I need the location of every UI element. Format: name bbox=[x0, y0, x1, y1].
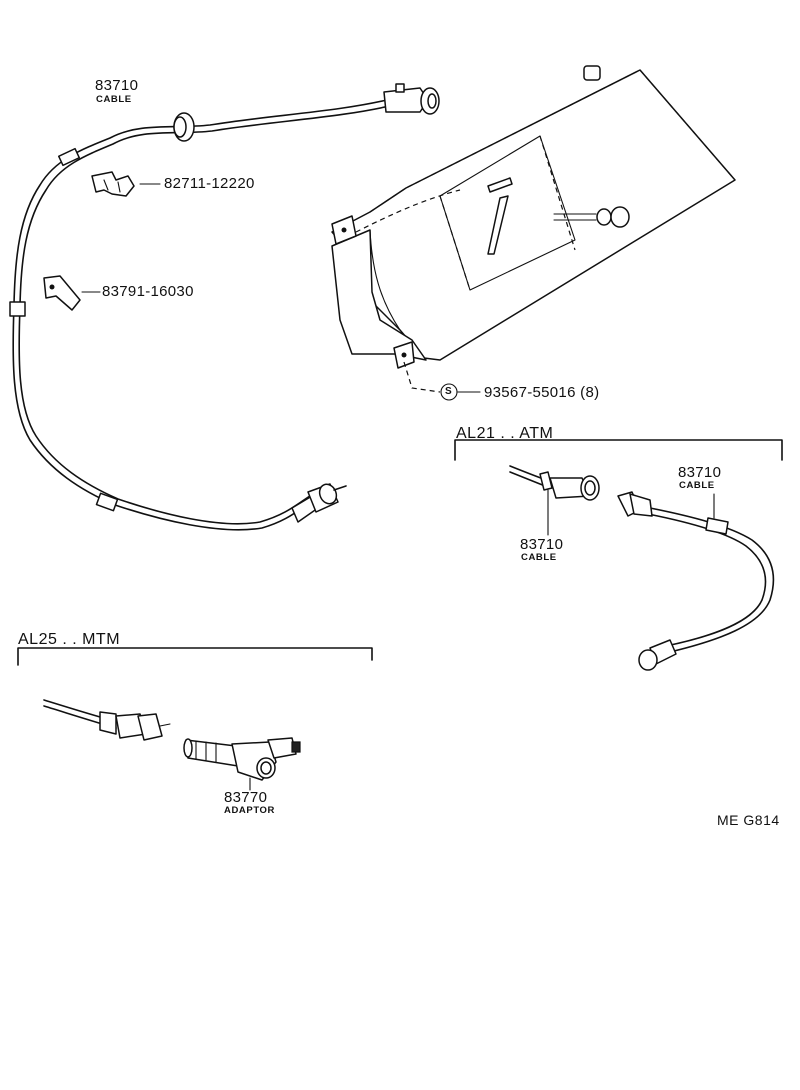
adaptor-part-number: 83770 bbox=[224, 789, 268, 806]
cable-sleeve bbox=[95, 492, 119, 512]
clamp-part bbox=[43, 275, 101, 311]
cable-meter-end bbox=[383, 83, 440, 115]
atm-left-cable-name: CABLE bbox=[521, 552, 557, 563]
clamp-part-number: 83791-16030 bbox=[102, 283, 194, 300]
mtm-group-label: AL25 . . MTM bbox=[18, 631, 121, 648]
atm-right-cable-part-number: 83710 bbox=[678, 464, 722, 481]
mtm-cable bbox=[43, 699, 171, 741]
adaptor-part bbox=[183, 737, 301, 791]
atm-group-label: AL21 . . ATM bbox=[456, 425, 554, 442]
figure-code: ME G814 bbox=[717, 812, 780, 828]
cable-sleeve bbox=[57, 147, 81, 167]
main-cable-part-number: 83710 bbox=[95, 77, 139, 94]
screw-part-number: 93567-55016 (8) bbox=[484, 384, 600, 401]
screw-symbol-circle bbox=[440, 383, 458, 401]
atm-group-bracket bbox=[454, 439, 783, 461]
atm-right-cable-name: CABLE bbox=[679, 480, 715, 491]
cable-grommet bbox=[173, 112, 195, 142]
atm-cable-left bbox=[509, 465, 600, 536]
clip-part-number: 82711-12220 bbox=[164, 175, 255, 192]
atm-left-cable-part-number: 83710 bbox=[520, 536, 564, 553]
atm-cable-right bbox=[617, 491, 775, 671]
trip-knob bbox=[583, 65, 601, 81]
main-speedometer-cable bbox=[9, 83, 440, 531]
cable-transmission-end bbox=[291, 483, 347, 523]
screw-symbol: S bbox=[445, 386, 453, 397]
mtm-group-bracket bbox=[17, 647, 373, 666]
adaptor-name: ADAPTOR bbox=[224, 805, 275, 816]
combination-meter bbox=[331, 65, 736, 393]
cable-sleeve bbox=[9, 301, 26, 317]
main-cable-name: CABLE bbox=[96, 94, 132, 105]
clip-part bbox=[91, 171, 161, 197]
